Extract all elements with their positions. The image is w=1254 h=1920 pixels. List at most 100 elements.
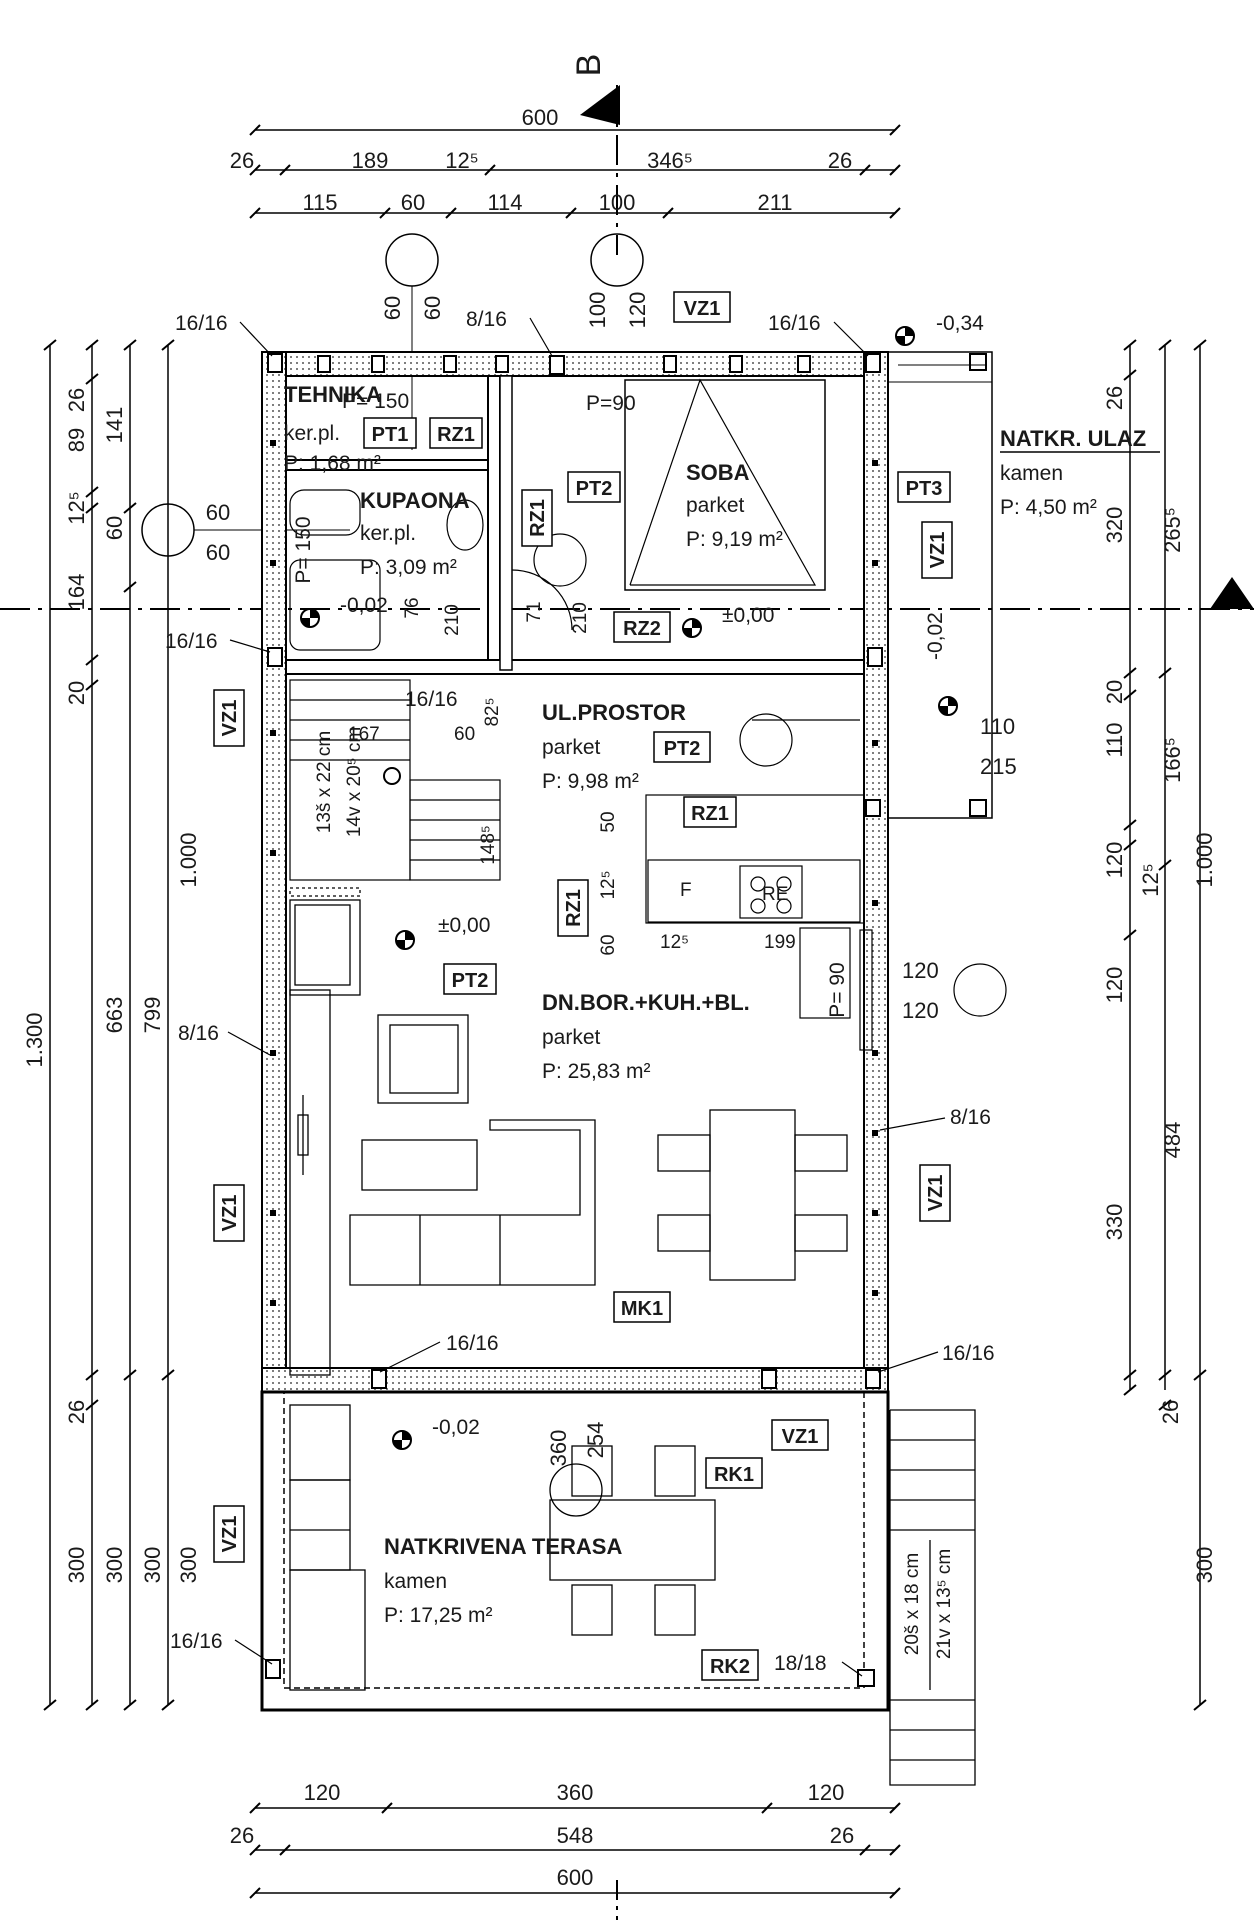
grid-circle-top-1 (385, 233, 439, 287)
opening-top1-a: 60 (380, 296, 405, 320)
building-walls (260, 351, 987, 1712)
section-marker-b: B (0, 54, 1254, 610)
grid-circle-top-2 (590, 233, 644, 287)
tag-rk1: RK1 (714, 1464, 754, 1486)
col-leaders (227, 317, 946, 1677)
stairs-dim-1: 13š x 22 cm (314, 731, 335, 833)
dim-right-120b: 120 (1102, 967, 1127, 1004)
room-name: UL.PROSTOR (542, 700, 686, 725)
tag-rz2: RZ2 (623, 618, 661, 640)
dim-825: 82⁵ (482, 697, 503, 726)
col-label-1616-d: 16/16 (405, 688, 458, 711)
dim-bottom-26a: 26 (230, 1823, 254, 1848)
tag-pt3: PT3 (906, 478, 943, 500)
exterior-stairs (889, 1409, 976, 1786)
p90-b: P= 90 (826, 962, 849, 1017)
dim-left-300d: 300 (176, 1547, 201, 1584)
tag-pt1: PT1 (372, 424, 409, 446)
dim-76: 76 (402, 597, 423, 618)
dim-60: 60 (454, 724, 475, 745)
room-floor: ker.pl. (360, 522, 416, 545)
tag-rk2: RK2 (710, 1656, 750, 1678)
opening-right1-b: 120 (902, 998, 939, 1023)
opening-top2-a: 100 (585, 292, 610, 329)
tag-pt2-c: PT2 (452, 970, 489, 992)
stairs-dim-4: 21v x 13⁵ cm (934, 1549, 955, 1659)
room-living: DN.BOR.+KUH.+BL. parket P: 25,83 m² (542, 990, 750, 1083)
living-furniture (289, 887, 848, 1376)
entrance-porch (887, 351, 993, 819)
level-markers (300, 326, 958, 1450)
tag-vz1-d: VZ1 (219, 1195, 241, 1232)
dim-left-89: 89 (64, 428, 89, 452)
col-label-816-c: 8/16 (950, 1106, 991, 1129)
col-label-1616-b: 16/16 (768, 312, 821, 335)
dim-left-26b: 26 (64, 1400, 89, 1424)
left-dimensions (43, 339, 175, 1711)
dim-left-300c: 300 (140, 1547, 165, 1584)
tag-vz1-g: VZ1 (219, 1516, 241, 1553)
dim-right-300: 300 (1192, 1547, 1217, 1584)
dim-71: 71 (524, 601, 545, 622)
room-ul-prostor: UL.PROSTOR parket P: 9,98 m² (542, 700, 686, 793)
tag-pt2-a: PT2 (576, 478, 613, 500)
dim-210-a: 210 (442, 604, 463, 636)
dim-top-3465: 346⁵ (647, 148, 693, 173)
dim-right-1665: 166⁵ (1160, 737, 1185, 783)
room-name: SOBA (686, 460, 750, 485)
dim-right-1000: 1.000 (1192, 832, 1217, 887)
right-dimensions (1123, 339, 1207, 1711)
dim-right-26: 26 (1102, 386, 1127, 410)
dim-top-total: 600 (522, 105, 559, 130)
dim-50: 50 (598, 811, 619, 832)
room-area: P: 9,19 m² (686, 528, 783, 551)
tag-rz1-d: RZ1 (563, 889, 585, 927)
opening-hall-b: 215 (980, 754, 1017, 779)
dim-top-26a: 26 (230, 148, 254, 173)
col-label-1616-f: 16/16 (942, 1342, 995, 1365)
dim-left-1300: 1.300 (22, 1012, 47, 1067)
room-area: P: 25,83 m² (542, 1060, 651, 1083)
room-area: P: 17,25 m² (384, 1604, 493, 1627)
col-label-1616-c: 16/16 (165, 630, 218, 653)
dim-top-100: 100 (599, 190, 636, 215)
dim-right-26b: 26 (1158, 1400, 1183, 1424)
room-natkr-ulaz: NATKR. ULAZ kamen P: 4,50 m² (1000, 426, 1160, 519)
dim-125-a: 12⁵ (598, 870, 619, 899)
room-floor: kamen (1000, 462, 1063, 485)
kitchen-block (645, 794, 873, 1051)
dim-top-125: 12⁵ (445, 148, 479, 173)
tag-vz1-c: VZ1 (927, 532, 949, 569)
top-dimensions (249, 124, 901, 219)
opening-left-a: 60 (206, 500, 230, 525)
dim-top-114: 114 (487, 190, 522, 215)
level-entry-porch: -0,02 (924, 612, 947, 660)
opening-top2-b: 120 (625, 292, 650, 329)
tag-mk1: MK1 (621, 1298, 663, 1320)
room-floor: kamen (384, 1570, 447, 1593)
opening-hall-a: 110 (980, 714, 1015, 739)
dim-left-300a: 300 (64, 1547, 89, 1584)
col-label-816-b: 8/16 (178, 1022, 219, 1045)
tag-rz1-a: RZ1 (437, 424, 475, 446)
tag-pt2-b: PT2 (664, 738, 701, 760)
opening-left-b: 60 (206, 540, 230, 565)
dim-right-120a: 120 (1102, 842, 1127, 879)
level-living: ±0,00 (438, 914, 490, 937)
level-terrace: -0,02 (432, 1416, 480, 1439)
room-name: DN.BOR.+KUH.+BL. (542, 990, 750, 1015)
dim-top-115: 115 (302, 190, 337, 215)
bottom-dimensions (249, 1802, 901, 1920)
dim-right-110: 110 (1102, 722, 1127, 757)
dim-left-26: 26 (64, 388, 89, 412)
dim-60-b: 60 (598, 934, 619, 955)
dim-left-141: 141 (102, 407, 127, 444)
dim-left-20: 20 (64, 681, 89, 705)
dim-right-20: 20 (1102, 680, 1127, 704)
room-soba: SOBA parket P: 9,19 m² (686, 460, 783, 551)
dim-167: 167 (348, 724, 380, 745)
room-floor: parket (686, 494, 745, 517)
dim-bottom-360: 360 (557, 1780, 594, 1805)
tag-rz1-c: RZ1 (691, 803, 729, 825)
